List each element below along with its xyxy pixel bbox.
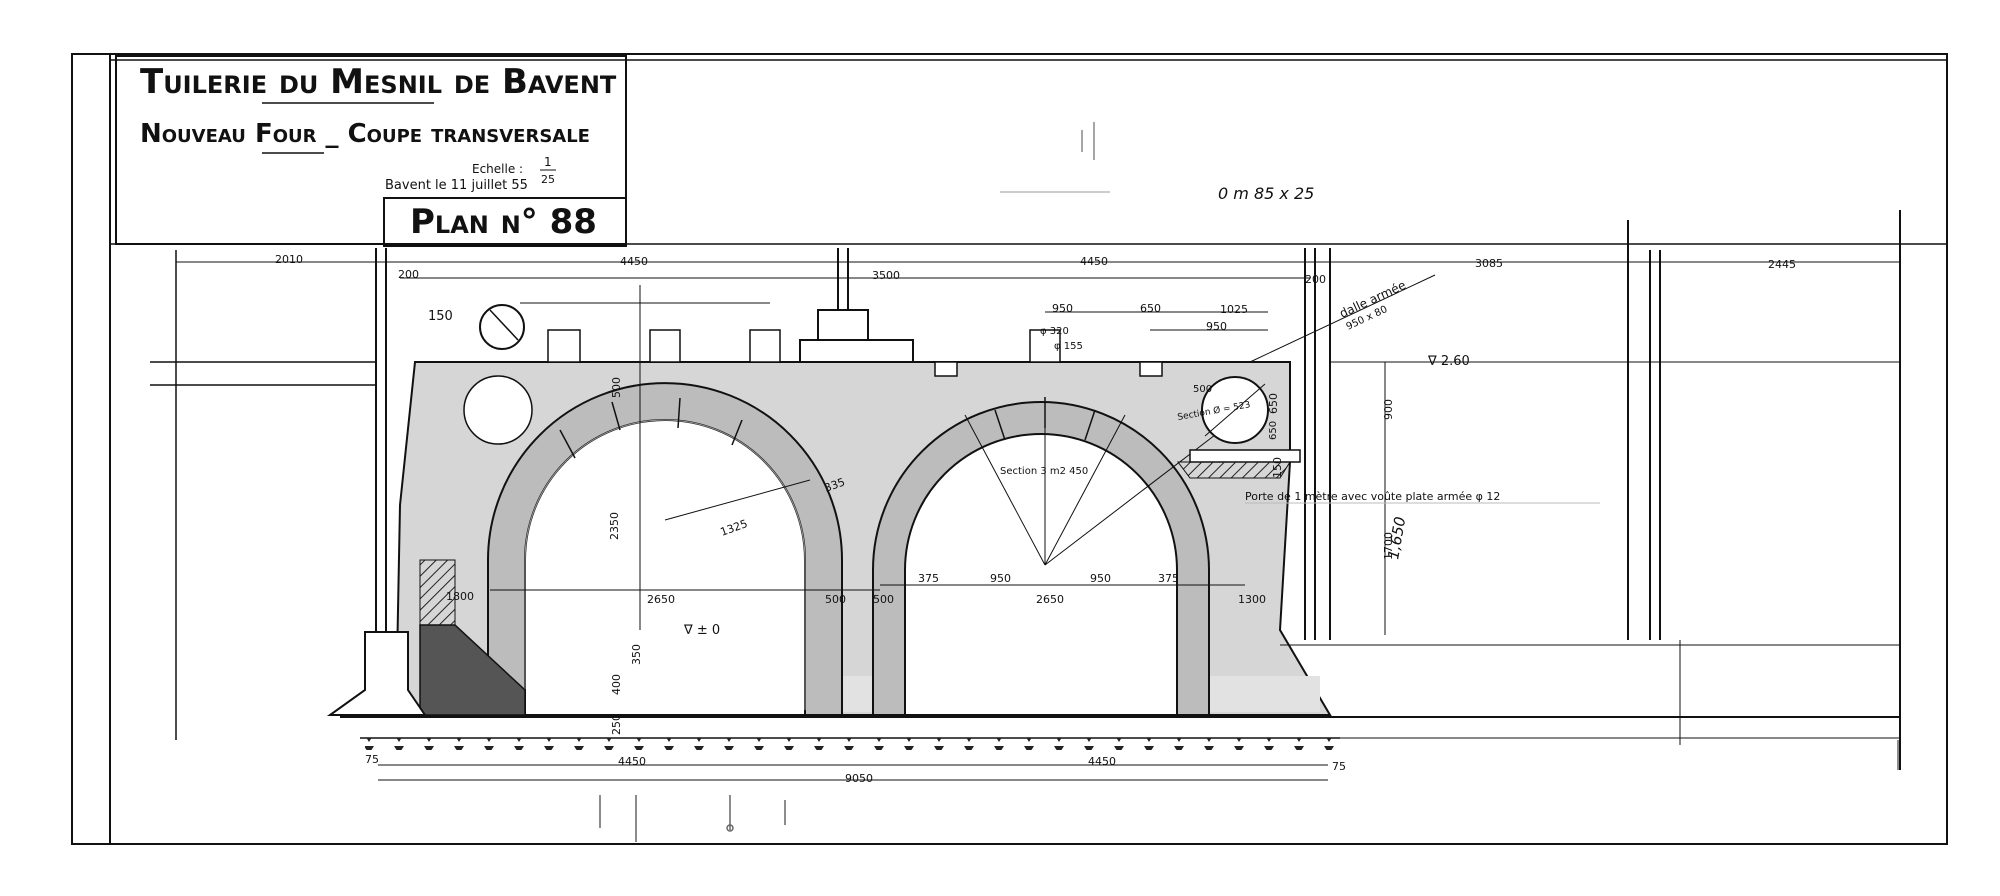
dim-top-4: 3085: [1475, 257, 1503, 270]
dim-arch-5: 1800: [446, 590, 474, 603]
angle-label: 150: [428, 309, 453, 324]
level-zero: ∇ ± 0: [683, 623, 720, 638]
dim-upper-1: 200: [398, 268, 419, 281]
scale-denominator: 25: [541, 173, 555, 186]
dim-bottom-3: 4450: [1088, 755, 1116, 768]
dim-vert-4: 150: [1271, 457, 1284, 478]
left-arch: [487, 382, 843, 716]
left-flue-section: [463, 375, 533, 445]
dim-top-5: 2445: [1768, 258, 1796, 271]
dim-arch-1: 2350: [608, 512, 621, 540]
dim-arch-right-4: 950: [1090, 572, 1111, 585]
left-footing: [326, 631, 427, 716]
dim-floor-3: 250: [610, 714, 623, 735]
dim-vert-3: 650: [1267, 393, 1280, 414]
plan-number: Plan n° 88: [410, 202, 597, 242]
dim-upper-5: 650: [1140, 302, 1161, 315]
ground-hatch: [365, 738, 1340, 750]
dimension-labels: 2010 4450 4450 3085 2445 200 3500 200 95…: [275, 253, 1796, 785]
dim-bottom-2: 4450: [618, 755, 646, 768]
dim-arch-4: 500: [610, 377, 623, 398]
dim-bottom-4: 75: [1332, 760, 1346, 773]
dim-bottom-1: 75: [365, 753, 379, 766]
diameter-155: φ 155: [1054, 341, 1083, 352]
scale-numerator: 1: [544, 155, 552, 169]
dim-top-3: 4450: [1080, 255, 1108, 268]
dim-arch-right-6: 1300: [1238, 593, 1266, 606]
door-vault: [1177, 461, 1291, 479]
dim-bottom-5: 9050: [845, 772, 873, 785]
drawing-date: Bavent le 11 juillet 55: [385, 178, 528, 193]
sheet-border: [71, 53, 1948, 845]
flue-fittings: [547, 329, 1163, 377]
chimney-base: [799, 309, 914, 363]
pencil-top-note: 0 m 85 x 25: [1218, 184, 1314, 203]
scale-label: Echelle :: [472, 162, 523, 176]
dim-arch-7: 500: [825, 593, 846, 606]
dim-floor-1: 350: [630, 644, 643, 665]
dim-flue-1: 500: [1193, 384, 1212, 395]
steel-posts: [375, 210, 1901, 770]
dim-arch-right-2: 950: [990, 572, 1011, 585]
dim-vert-2: 1700: [1382, 532, 1395, 560]
dim-vert-1: 900: [1382, 399, 1395, 420]
voussoir-joints: [559, 397, 1096, 459]
pencil-marks: [1000, 122, 1110, 193]
dim-arch-right-3: 2650: [1036, 593, 1064, 606]
pencil-height: 1,650: [1384, 515, 1409, 560]
left-wall-strip: [150, 250, 376, 740]
dim-upper-2: 3500: [872, 269, 900, 282]
right-arch: [872, 401, 1216, 716]
dim-arch-8: 500: [873, 593, 894, 606]
dim-floor-2: 400: [610, 674, 623, 695]
dim-upper-6: 1025: [1220, 303, 1248, 316]
dim-upper-3: 200: [1305, 273, 1326, 286]
dim-arch-6: 2650: [647, 593, 675, 606]
flue-elbow: [479, 304, 525, 350]
dim-top-1: 2010: [275, 253, 303, 266]
dim-arch-right-1: 375: [918, 572, 939, 585]
dim-flue-2: 650: [1268, 421, 1279, 440]
title-line-2: Nouveau Four _ Coupe transversale: [140, 119, 590, 149]
door-note: Porte de 1 mètre avec voûte plate armée …: [1245, 490, 1500, 503]
bottom-pencil-marks: [599, 740, 1899, 842]
dim-top-2: 4450: [620, 255, 648, 268]
level-top: ∇ 2.60: [1427, 354, 1470, 369]
dim-upper-4: 950: [1052, 302, 1073, 315]
title-line-1: Tuilerie du Mesnil de Bavent: [140, 62, 617, 102]
dim-upper-7: 950: [1206, 320, 1227, 333]
title-block: Tuilerie du Mesnil de Bavent Nouveau Fou…: [110, 55, 1947, 247]
dim-arch-right-5: 375: [1158, 572, 1179, 585]
section-vault: Section 3 m2 450: [1000, 466, 1088, 477]
diameter-320: φ 320: [1040, 326, 1069, 337]
